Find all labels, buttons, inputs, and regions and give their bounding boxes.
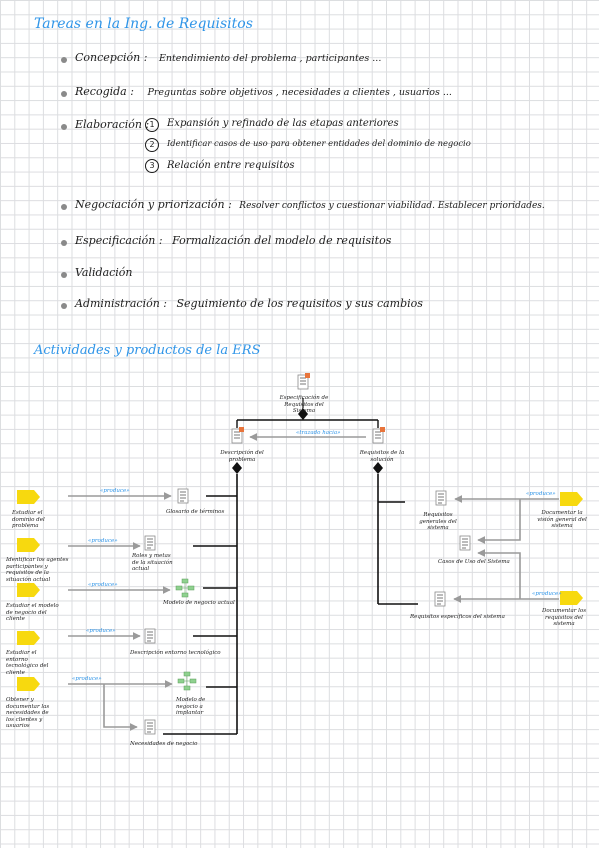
needs-doc-icon [144, 719, 156, 735]
activity-icon [17, 538, 40, 552]
tech-env-doc-icon [144, 628, 156, 644]
item-label: Concepción : [75, 51, 148, 64]
item-negociacion: Negociación y priorización : Resolver co… [75, 198, 545, 211]
item-label: Negociación y priorización : [75, 198, 232, 211]
produce-label: «produce» [72, 676, 102, 682]
activity-icon [17, 677, 40, 691]
bullet-dot [61, 240, 67, 246]
product-label: Casos de Uso del Sistema [438, 559, 510, 565]
top-document-label: Especificación de Requisitos del Sistema [279, 395, 329, 414]
activity-label: Documentar la visión general del sistema [537, 510, 587, 529]
solution-requirements-icon [372, 426, 386, 444]
item-text: Formalización del modelo de requisitos [172, 234, 392, 247]
problem-description-icon [231, 426, 245, 444]
item-text: Entendimiento del problema , participant… [158, 53, 382, 64]
solution-requirements-label: Requisitos de la solución [359, 450, 405, 463]
business-model-implant-icon [177, 671, 197, 691]
activity-label: Estudiar el dominio del problema [12, 510, 45, 529]
left-diamond [232, 462, 242, 474]
activity-label: Estudiar el entorno tecnológico del clie… [6, 650, 49, 676]
product-label: Modelo de negocio a implantar [176, 697, 206, 716]
use-cases-doc-icon [459, 535, 471, 551]
bullet-dot [61, 303, 67, 309]
activity-label: Obtener y documentar las necesidades de … [6, 697, 50, 729]
item-elaboracion: Elaboración : [75, 118, 150, 131]
roles-doc-icon [144, 535, 156, 551]
right-diamond [373, 462, 383, 474]
product-label: Modelo de negocio actual [163, 600, 235, 606]
subitem-text: Expansión y refinado de las etapas anter… [167, 118, 399, 129]
number-circle: 3 [145, 159, 159, 173]
produce-label: «produce» [88, 582, 118, 588]
number-circle: 2 [145, 138, 159, 152]
product-label: Requisitos generales del sistema [419, 512, 457, 531]
item-label: Especificación : [75, 234, 163, 247]
item-label: Administración : [75, 297, 168, 310]
item-concepcion: Concepción : Entendimiento del problema … [75, 51, 381, 64]
bullet-dot [61, 272, 67, 278]
item-validacion: Validación [75, 266, 133, 279]
item-text: Preguntas sobre objetivos , necesidades … [147, 87, 452, 98]
bullet-dot [61, 57, 67, 63]
activity-icon [17, 490, 40, 504]
activity-icon [17, 631, 40, 645]
product-label: Glosario de términos [166, 509, 225, 515]
activity-icon [17, 583, 40, 597]
subitem-text: Relación entre requisitos [167, 160, 295, 171]
bullet-dot [61, 124, 67, 130]
section-title-tareas: Tareas en la Ing. de Requisitos [34, 16, 253, 32]
activity-label: Identificar los agentes participantes y … [6, 557, 69, 583]
bullet-dot [61, 91, 67, 97]
product-label: Roles y metas de la situación actual [132, 553, 173, 572]
item-especificacion: Especificación : Formalización del model… [75, 234, 391, 247]
glossary-doc-icon [177, 488, 189, 504]
product-label: Requisitos específicos del sistema [410, 614, 505, 620]
item-label: Recogida : [75, 85, 134, 98]
bullet-dot [61, 204, 67, 210]
produce-label: «produce» [532, 591, 562, 597]
activity-label: Estudiar el modelo de negocio del client… [6, 603, 59, 622]
business-model-icon [175, 578, 195, 598]
produce-label: «produce» [88, 538, 118, 544]
produce-label: «produce» [100, 488, 130, 494]
item-recogida: Recogida : Preguntas sobre objetivos , n… [75, 85, 452, 98]
problem-description-label: Descripción del problema [220, 450, 264, 463]
top-document-icon [297, 372, 311, 390]
produce-label: «produce» [86, 628, 116, 634]
specific-reqs-doc-icon [434, 591, 446, 607]
produce-label: «produce» [526, 491, 556, 497]
item-text: Resolver conflictos y cuestionar viabili… [239, 201, 545, 211]
activity-icon [560, 492, 583, 506]
activity-label: Documentar los requisitos del sistema [541, 608, 587, 627]
subitem-text: Identificar casos de uso para obtener en… [167, 138, 471, 148]
top-diamond [298, 408, 308, 420]
number-circle: 1 [145, 118, 159, 132]
general-reqs-doc-icon [435, 490, 447, 506]
item-text: Seguimiento de los requisitos y sus camb… [176, 297, 423, 310]
section-title-ers: Actividades y productos de la ERS [34, 343, 261, 358]
product-label: Necesidades de negocio [130, 741, 198, 747]
product-label: Descripción entorno tecnológico [130, 650, 221, 656]
activity-icon [560, 591, 583, 605]
trace-link-label: «trazado hacia» [296, 430, 341, 436]
item-administracion: Administración : Seguimiento de los requ… [75, 297, 423, 310]
